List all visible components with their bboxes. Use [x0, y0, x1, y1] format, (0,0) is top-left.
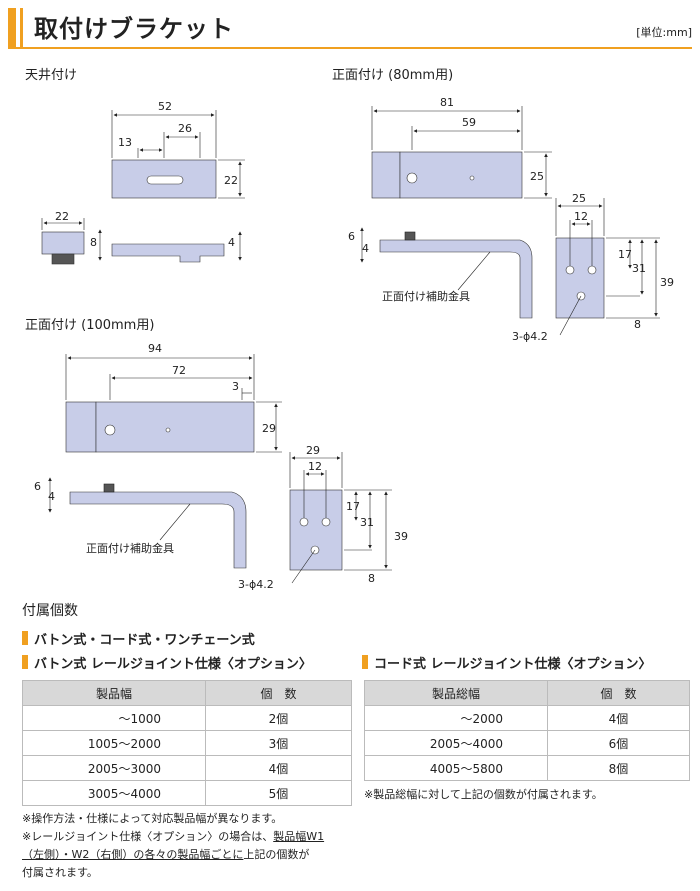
note-2-end: 付属されます。	[22, 866, 98, 879]
note-3: ※製品総幅に対して上記の個数が付属されます。	[364, 788, 603, 801]
header: 取付けブラケット [単位:mm]	[0, 0, 700, 50]
dim-52: 52	[158, 100, 172, 113]
dim-8b: 8	[634, 318, 641, 331]
cell-count: 2個	[205, 705, 352, 731]
note-2b: 製品幅W1	[273, 830, 325, 843]
dim-17c: 17	[346, 500, 360, 513]
accent-bar-3	[362, 655, 368, 669]
dim-4: 4	[228, 236, 235, 249]
dim-72: 72	[172, 364, 186, 377]
ceiling-top-view	[111, 110, 245, 199]
front80-main-view	[371, 106, 552, 199]
hole-label-100: 3-ϕ4.2	[238, 578, 274, 591]
cell-count: 4個	[205, 755, 352, 781]
ceiling-side-view	[41, 218, 242, 265]
cell-width: ～2000	[364, 705, 548, 731]
ceiling-view-title: 天井付け	[25, 68, 78, 83]
note-1: ※操作方法・仕様によって対応製品幅が異なります。	[22, 812, 283, 825]
dim-6c: 6	[34, 480, 41, 493]
dim-12c: 12	[308, 460, 322, 473]
accent-bar-2	[22, 655, 28, 669]
front80-view-title: 正面付け (80mm用)	[332, 68, 454, 83]
dim-3: 3	[232, 380, 239, 393]
dim-22h: 22	[224, 174, 238, 187]
dim-94: 94	[148, 342, 162, 355]
front100-aux-view	[48, 477, 247, 569]
dim-59: 59	[462, 116, 476, 129]
cell-width: 2005～4000	[364, 730, 548, 756]
table1-header-width: 製品幅	[22, 680, 206, 706]
note-2-cont: （左側）・W2（右側）の各々の製品幅ごとに上記の個数が	[22, 846, 362, 864]
dim-6: 6	[348, 230, 355, 243]
table1-header-count: 個 数	[205, 680, 352, 706]
cell-width: 3005～4000	[22, 780, 206, 806]
front80-aux-view	[360, 227, 533, 319]
aux-label-80: 正面付け補助金具	[382, 289, 470, 303]
dim-31c: 31	[360, 516, 374, 529]
hole-label-80: 3-ϕ4.2	[512, 330, 548, 343]
sub-title-2: バトン式 レールジョイント仕様〈オプション〉	[34, 657, 312, 672]
table2-header-width: 製品総幅	[364, 680, 548, 706]
front100-end-view	[289, 452, 392, 584]
cell-width: 4005～5800	[364, 755, 548, 781]
front100-view-title: 正面付け (100mm用)	[25, 318, 155, 333]
cell-width: ～1000	[22, 705, 206, 731]
dim-29w: 29	[306, 444, 320, 457]
dim-22w: 22	[55, 210, 69, 223]
dim-31: 31	[632, 262, 646, 275]
dim-81: 81	[440, 96, 454, 109]
cell-width: 1005～2000	[22, 730, 206, 756]
dim-8: 8	[90, 236, 97, 249]
sub-title-3: コード式 レールジョイント仕様〈オプション〉	[374, 657, 652, 672]
cell-count: 8個	[547, 755, 690, 781]
title-accent-bar-thin	[20, 8, 23, 48]
unit-label: [単位:mm]	[636, 26, 692, 39]
cell-width: 2005～3000	[22, 755, 206, 781]
dim-4b: 4	[362, 242, 369, 255]
note-2c: （左側）・W2（右側）の各々の製品幅ごとに	[22, 848, 244, 861]
dim-13: 13	[118, 136, 132, 149]
notes-left: ※操作方法・仕様によって対応製品幅が異なります。 ※レールジョイント仕様〈オプシ…	[22, 810, 362, 882]
dim-4c: 4	[48, 490, 55, 503]
page-title: 取付けブラケット	[34, 15, 234, 43]
dim-29h: 29	[262, 422, 276, 435]
cell-count: 5個	[205, 780, 352, 806]
dim-25w: 25	[572, 192, 586, 205]
dim-25h: 25	[530, 170, 544, 183]
accent-bar-1	[22, 631, 28, 645]
cell-count: 4個	[547, 705, 690, 731]
dim-39c: 39	[394, 530, 408, 543]
title-underline	[8, 47, 692, 49]
accessories-title: 付属個数	[22, 603, 78, 619]
dim-12: 12	[574, 210, 588, 223]
front80-end-view	[555, 198, 660, 336]
cell-count: 3個	[205, 730, 352, 756]
cell-count: 6個	[547, 730, 690, 756]
note-2d: 上記の個数が	[243, 848, 310, 861]
dim-17: 17	[618, 248, 632, 261]
table2-header-count: 個 数	[547, 680, 690, 706]
note-2: ※レールジョイント仕様〈オプション〉の場合は、製品幅W1	[22, 828, 362, 846]
front100-main-view	[65, 354, 282, 453]
dim-39: 39	[660, 276, 674, 289]
note-2a: ※レールジョイント仕様〈オプション〉の場合は、	[22, 830, 274, 843]
aux-label-100: 正面付け補助金具	[86, 541, 174, 555]
title-accent-bar	[8, 8, 16, 48]
sub-title-1: バトン式・コード式・ワンチェーン式	[34, 633, 255, 648]
dim-26: 26	[178, 122, 192, 135]
dim-8c: 8	[368, 572, 375, 585]
